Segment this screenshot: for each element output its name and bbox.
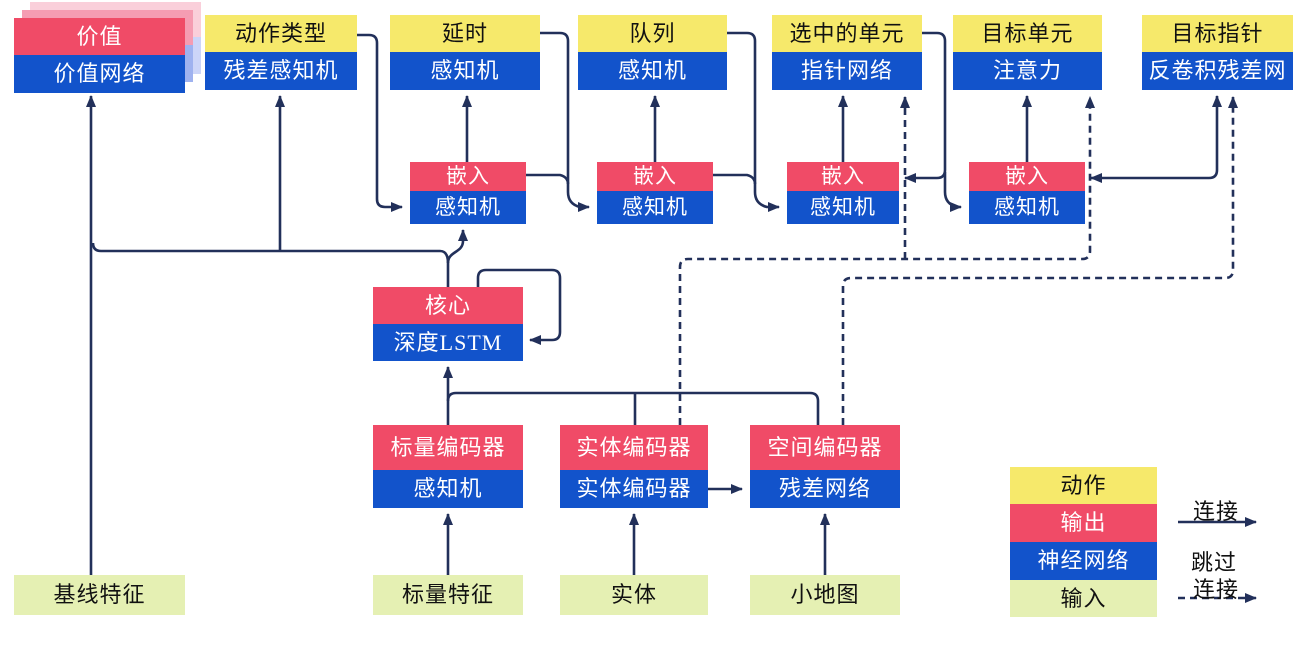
node-queue-header: 队列 bbox=[578, 15, 727, 52]
node-embedding-3-header: 嵌入 bbox=[787, 162, 899, 191]
edge-embed2-merge bbox=[713, 173, 757, 185]
node-target-unit-header: 目标单元 bbox=[953, 15, 1102, 52]
node-core-header: 核心 bbox=[373, 287, 523, 324]
edge-queue-to-embed3 bbox=[727, 31, 780, 212]
input-entity-label: 实体 bbox=[560, 575, 708, 615]
node-delay-body: 感知机 bbox=[390, 52, 540, 90]
node-spatial-encoder-body: 残差网络 bbox=[750, 470, 900, 508]
node-action-type-body: 残差感知机 bbox=[205, 52, 357, 90]
skip-entityencoder-to-targetunit bbox=[678, 96, 1095, 425]
input-scalar-features-label: 标量特征 bbox=[373, 575, 523, 615]
legend-input: 输入 bbox=[1010, 580, 1157, 617]
node-embedding-1-body: 感知机 bbox=[410, 191, 526, 224]
edge-core-to-embed1 bbox=[446, 229, 468, 264]
node-value-header: 价值 bbox=[14, 18, 185, 55]
node-target-pointer-body: 反卷积残差网 bbox=[1142, 52, 1293, 90]
input-scalar-features: 标量特征 bbox=[373, 575, 523, 615]
node-scalar-encoder-header: 标量编码器 bbox=[373, 425, 523, 470]
node-embedding-3: 嵌入 感知机 bbox=[787, 162, 899, 224]
legend-color-key: 动作 输出 神经网络 输入 bbox=[1010, 467, 1157, 617]
node-scalar-encoder: 标量编码器 感知机 bbox=[373, 425, 523, 508]
node-value-body: 价值网络 bbox=[14, 55, 185, 93]
node-embedding-3-body: 感知机 bbox=[787, 191, 899, 224]
legend-connection-label: 连接 bbox=[1193, 499, 1240, 524]
node-embedding-4-header: 嵌入 bbox=[969, 162, 1085, 191]
node-spatial-encoder: 空间编码器 残差网络 bbox=[750, 425, 900, 508]
node-core-body: 深度LSTM bbox=[373, 324, 523, 361]
node-entity-encoder-body: 实体编码器 bbox=[560, 470, 708, 508]
edge-delay-to-embed2 bbox=[540, 31, 590, 212]
node-value: 价值 价值网络 bbox=[14, 18, 185, 93]
node-action-type: 动作类型 残差感知机 bbox=[205, 15, 357, 90]
edge-embed1-merge bbox=[526, 173, 570, 185]
node-embedding-4-body: 感知机 bbox=[969, 191, 1085, 224]
node-delay-header: 延时 bbox=[390, 15, 540, 52]
node-target-pointer: 目标指针 反卷积残差网 bbox=[1142, 15, 1293, 90]
legend-network: 神经网络 bbox=[1010, 542, 1157, 580]
node-queue: 队列 感知机 bbox=[578, 15, 727, 90]
edge-embed4-targetpointer-link bbox=[1090, 95, 1222, 183]
node-selected-units-header: 选中的单元 bbox=[772, 15, 922, 52]
node-entity-encoder-header: 实体编码器 bbox=[560, 425, 708, 470]
node-selected-units-body: 指针网络 bbox=[772, 52, 922, 90]
node-queue-body: 感知机 bbox=[578, 52, 727, 90]
skip-spatialencoder-to-targetpointer bbox=[841, 96, 1238, 425]
input-entity: 实体 bbox=[560, 575, 708, 615]
edge-actiontype-to-embed1 bbox=[357, 33, 403, 212]
legend-skip-label-line2: 连接 bbox=[1193, 577, 1240, 602]
node-embedding-1: 嵌入 感知机 bbox=[410, 162, 526, 224]
legend-skip-label-line1: 跳过 bbox=[1191, 550, 1238, 575]
input-minimap: 小地图 bbox=[750, 575, 900, 615]
legend-action: 动作 bbox=[1010, 467, 1157, 504]
legend-output: 输出 bbox=[1010, 504, 1157, 542]
edge-core-to-left-bundle bbox=[91, 242, 450, 287]
edge-core-self-loop bbox=[476, 268, 562, 345]
node-spatial-encoder-header: 空间编码器 bbox=[750, 425, 900, 470]
edge-selectedunits-to-embed4 bbox=[943, 172, 962, 212]
edge-encoder-merge-horizontal bbox=[446, 391, 820, 425]
node-selected-units: 选中的单元 指针网络 bbox=[772, 15, 922, 90]
input-minimap-label: 小地图 bbox=[750, 575, 900, 615]
node-scalar-encoder-body: 感知机 bbox=[373, 470, 523, 508]
node-target-pointer-header: 目标指针 bbox=[1142, 15, 1293, 52]
node-delay: 延时 感知机 bbox=[390, 15, 540, 90]
node-embedding-4: 嵌入 感知机 bbox=[969, 162, 1085, 224]
node-target-unit: 目标单元 注意力 bbox=[953, 15, 1102, 90]
input-baseline-features-label: 基线特征 bbox=[14, 575, 185, 615]
edge-selectedunits-to-embed3 bbox=[904, 31, 947, 183]
input-baseline-features: 基线特征 bbox=[14, 575, 185, 615]
node-entity-encoder: 实体编码器 实体编码器 bbox=[560, 425, 708, 508]
node-action-type-header: 动作类型 bbox=[205, 15, 357, 52]
node-embedding-1-header: 嵌入 bbox=[410, 162, 526, 191]
node-embedding-2: 嵌入 感知机 bbox=[597, 162, 713, 224]
node-core: 核心 深度LSTM bbox=[373, 287, 523, 361]
node-embedding-2-body: 感知机 bbox=[597, 191, 713, 224]
node-target-unit-body: 注意力 bbox=[953, 52, 1102, 90]
node-embedding-2-header: 嵌入 bbox=[597, 162, 713, 191]
